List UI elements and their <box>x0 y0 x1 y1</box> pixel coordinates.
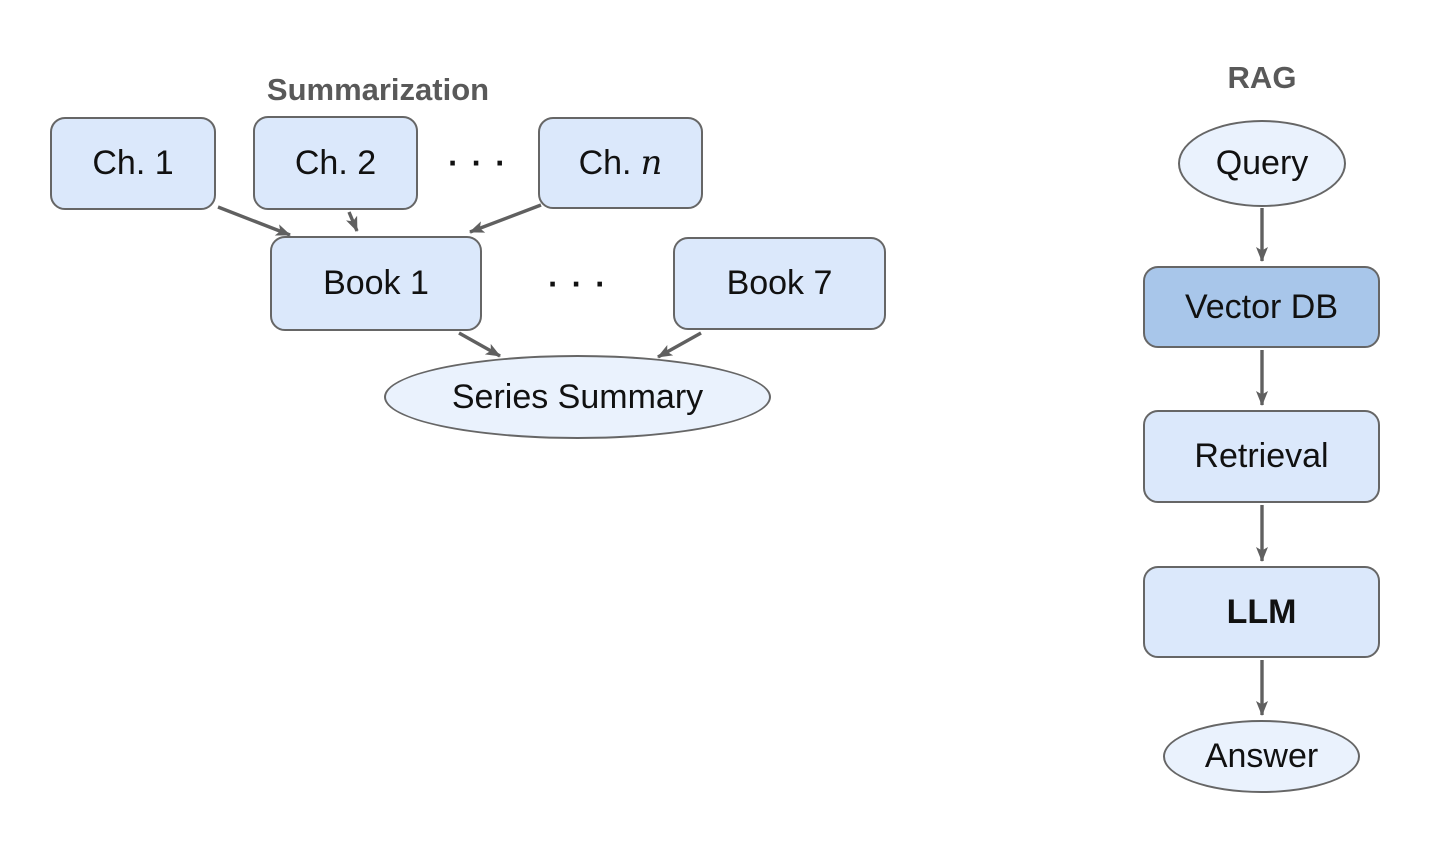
dots-chapters: · · · <box>448 144 508 181</box>
node-book-1: Book 1 <box>270 236 482 331</box>
node-ch-2-label: Ch. 2 <box>294 143 377 182</box>
node-answer: Answer <box>1163 720 1360 793</box>
node-llm-label: LLM <box>1226 592 1297 631</box>
node-vector-db: Vector DB <box>1143 266 1380 348</box>
node-ch-1: Ch. 1 <box>50 117 216 210</box>
node-query-label: Query <box>1215 144 1309 182</box>
arrow-ch1-to-book1 <box>217 205 291 237</box>
node-book-7: Book 7 <box>673 237 886 330</box>
node-series-summary: Series Summary <box>384 355 771 439</box>
node-series-summary-label: Series Summary <box>451 377 704 416</box>
node-ch-1-label: Ch. 1 <box>92 144 174 182</box>
node-ch-n: Ch. n <box>538 117 703 209</box>
title-rag: RAG <box>1227 60 1297 95</box>
arrow-chn-to-book1 <box>469 203 542 234</box>
node-answer-label: Answer <box>1204 737 1319 775</box>
node-retrieval-label: Retrieval <box>1194 437 1329 475</box>
node-ch-n-var: n <box>640 143 663 183</box>
node-book-1-label: Book 1 <box>323 264 429 302</box>
node-vector-db-label: Vector DB <box>1184 287 1339 326</box>
dots-books: · · · <box>548 265 608 302</box>
node-ch-n-prefix: Ch. <box>578 143 632 182</box>
node-book-7-label: Book 7 <box>726 264 833 302</box>
node-query: Query <box>1178 120 1346 207</box>
node-retrieval: Retrieval <box>1143 410 1380 503</box>
arrow-book1-to-summary <box>458 331 501 358</box>
node-llm: LLM <box>1143 566 1380 658</box>
title-summarization: Summarization <box>266 72 490 107</box>
arrow-ch2-to-book1 <box>346 211 359 232</box>
node-ch-2: Ch. 2 <box>253 116 418 210</box>
arrow-book7-to-summary <box>657 331 702 359</box>
